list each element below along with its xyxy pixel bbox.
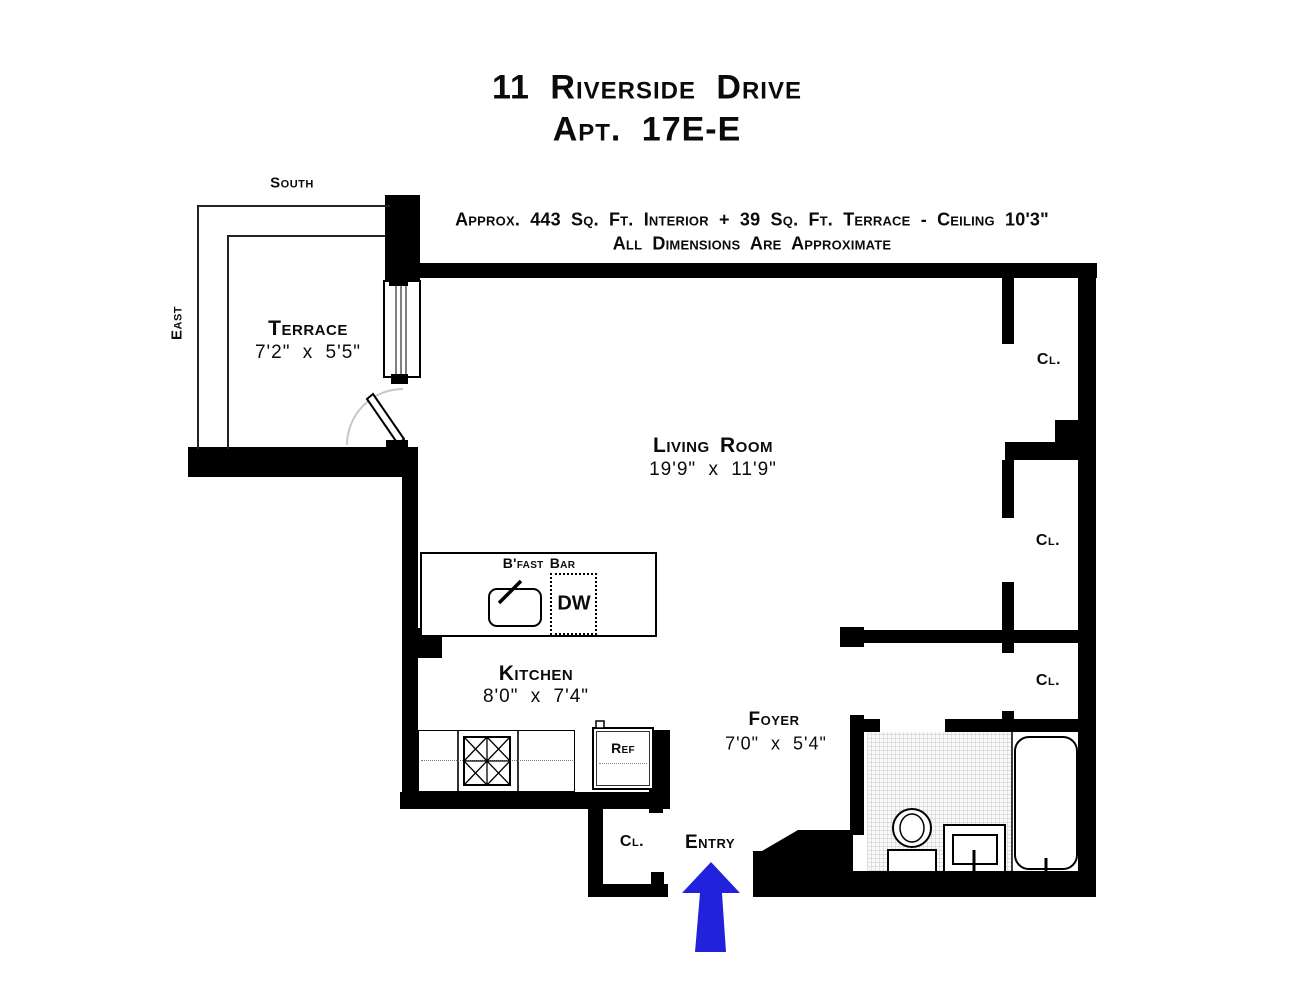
wall-kitchen-bottom xyxy=(400,792,670,809)
room-dimensions-kitchen: 8'0" x 7'4" xyxy=(482,686,590,707)
refrigerator-label: Ref xyxy=(611,740,635,756)
plan-title-unit: Apt. 17E-E xyxy=(552,110,742,149)
wall-foyer-divider-end xyxy=(840,627,864,647)
wall-entry-closet-bottom xyxy=(588,884,668,897)
closet-label-top-right: Cl. xyxy=(1036,351,1062,368)
refrigerator-dotted-line xyxy=(599,763,647,764)
counter-dotted-line xyxy=(421,760,573,761)
dishwasher-label: DW xyxy=(557,592,591,615)
wall-closet2-stub-bot xyxy=(1002,582,1014,630)
closet-label-lower-right: Cl. xyxy=(1035,672,1061,689)
kitchen-counter xyxy=(418,730,575,792)
terrace-window-sill-bottom xyxy=(391,374,408,384)
room-label-kitchen: Kitchen xyxy=(498,662,574,685)
terrace-window-glazing xyxy=(395,283,407,375)
wall-terrace-bottom xyxy=(188,447,418,477)
counter-divider-2 xyxy=(517,731,519,791)
terrace-door-leaf-icon xyxy=(365,392,406,446)
bathroom-floor xyxy=(867,732,1012,871)
room-dimensions-foyer: 7'0" x 5'4" xyxy=(725,733,827,754)
plan-title-address: 11 Riverside Drive xyxy=(492,68,802,107)
room-dimensions-terrace: 7'2" x 5'5" xyxy=(254,342,362,363)
wall-left xyxy=(402,447,418,804)
wall-closet1-block xyxy=(1055,420,1096,444)
wall-bath-top xyxy=(945,719,1096,732)
terrace-window-icon xyxy=(383,280,421,378)
wall-closet1-stub xyxy=(1002,278,1014,344)
wall-bath-left xyxy=(850,715,864,835)
closet-label-middle-right: Cl. xyxy=(1035,532,1061,549)
room-label-foyer: Foyer xyxy=(748,709,800,730)
breakfast-bar-label: B'fast Bar xyxy=(502,555,576,571)
compass-south: South xyxy=(270,174,314,192)
room-dimensions-living-room: 19'9" x 11'9" xyxy=(649,459,777,480)
counter-divider-1 xyxy=(457,731,459,791)
closet-label-entry: Cl. xyxy=(619,833,645,850)
wall-entry-closet-left xyxy=(588,805,603,897)
wall-right xyxy=(1078,263,1096,897)
dishwasher xyxy=(550,573,597,635)
terrace-outline-outer-top xyxy=(197,205,390,207)
entry-label: Entry xyxy=(684,832,736,853)
refrigerator-inner-line xyxy=(596,731,650,786)
terrace-outline-inner-left xyxy=(227,235,229,449)
wall-bath-stub-left xyxy=(863,719,880,732)
wall-foyer-divider xyxy=(853,630,1096,643)
bar-sink-icon xyxy=(488,588,542,627)
refrigerator xyxy=(592,727,654,790)
room-label-terrace: Terrace xyxy=(268,317,348,340)
terrace-outline-inner-top xyxy=(227,235,385,237)
area-note: Approx. 443 Sq. Ft. Interior + 39 Sq. Ft… xyxy=(455,209,1049,230)
wall-bath-stub-up xyxy=(1002,711,1014,720)
terrace-door-swing-arc xyxy=(346,388,404,446)
wall-kitchen-right xyxy=(652,730,670,792)
terrace-outline-outer-left xyxy=(197,205,199,449)
wall-closet1-bottom xyxy=(1005,442,1096,460)
wall-closet2-stub-top xyxy=(1002,460,1014,518)
wall-closet3-stub xyxy=(1002,643,1014,653)
wall-top xyxy=(403,263,1097,278)
wall-entry-closet-stub-bot xyxy=(651,872,664,885)
entry-arrow-icon xyxy=(682,862,740,952)
room-label-living-room: Living Room xyxy=(653,434,773,457)
wall-bottom-right xyxy=(753,871,1096,897)
dimensions-disclaimer: All Dimensions Are Approximate xyxy=(612,233,892,254)
bathtub-icon xyxy=(1014,736,1078,878)
compass-east: East xyxy=(168,305,186,341)
